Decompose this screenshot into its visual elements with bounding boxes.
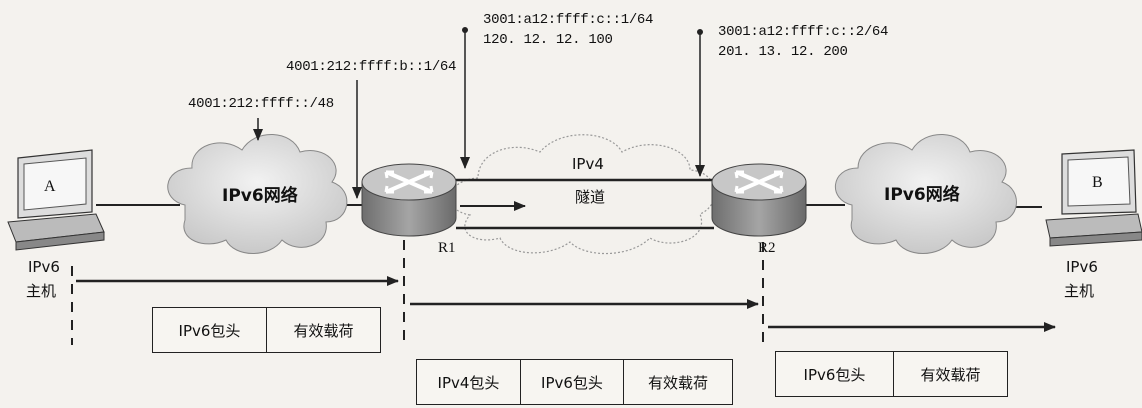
router-r2-icon (711, 163, 807, 237)
ipv6-cloud-left (167, 134, 348, 254)
label-r2-ipv4-addr: 201. 13. 12. 200 (718, 44, 848, 60)
label-host-b-type: IPv6 (1066, 258, 1098, 276)
packet-ipv6-right: IPv6包头 有效载荷 (775, 351, 1008, 397)
label-tunnel-ipv4: IPv4 (572, 155, 604, 173)
ipv6-cloud-right (835, 134, 1017, 254)
label-tunnel: 隧道 (575, 188, 606, 206)
packet-cell-ipv6-header: IPv6包头 (521, 360, 624, 404)
label-r2-tunnel-addr: 3001:a12:ffff:c::2/64 (718, 24, 889, 40)
label-host-b-role: 主机 (1064, 282, 1095, 300)
packet-cell-ipv6-header: IPv6包头 (153, 308, 267, 352)
label-cloud-left: IPv6网络 (222, 186, 298, 206)
label-net-a-prefix: 4001:212:ffff::/48 (188, 96, 334, 112)
label-host-b-screen: B (1092, 174, 1103, 191)
packet-ipv4-encapsulated: IPv4包头 IPv6包头 有效载荷 (416, 359, 733, 405)
packet-cell-ipv6-header: IPv6包头 (776, 352, 894, 396)
label-r1-ipv6-addr: 4001:212:ffff:b::1/64 (286, 59, 457, 75)
label-host-a-screen: A (44, 178, 56, 195)
label-r1-ipv4-addr: 120. 12. 12. 100 (483, 32, 613, 48)
packet-cell-payload: 有效载荷 (293, 321, 354, 340)
packet-cell-payload: 有效载荷 (920, 365, 981, 384)
host-a-computer-icon (7, 149, 105, 251)
host-b-computer-icon (1045, 149, 1142, 247)
label-host-a-type: IPv6 (28, 258, 60, 276)
label-r1-tunnel-addr: 3001:a12:ffff:c::1/64 (483, 12, 654, 28)
packet-cell-payload: 有效载荷 (647, 373, 708, 392)
label-router-r2: R2 (758, 240, 776, 256)
packet-ipv6-left: IPv6包头 有效载荷 (152, 307, 381, 353)
packet-cell-ipv4-header: IPv4包头 (417, 360, 521, 404)
router-r1-icon (361, 163, 457, 237)
label-cloud-right: IPv6网络 (884, 185, 960, 205)
label-host-a-role: 主机 (26, 282, 57, 300)
label-router-r1: R1 (438, 240, 456, 256)
